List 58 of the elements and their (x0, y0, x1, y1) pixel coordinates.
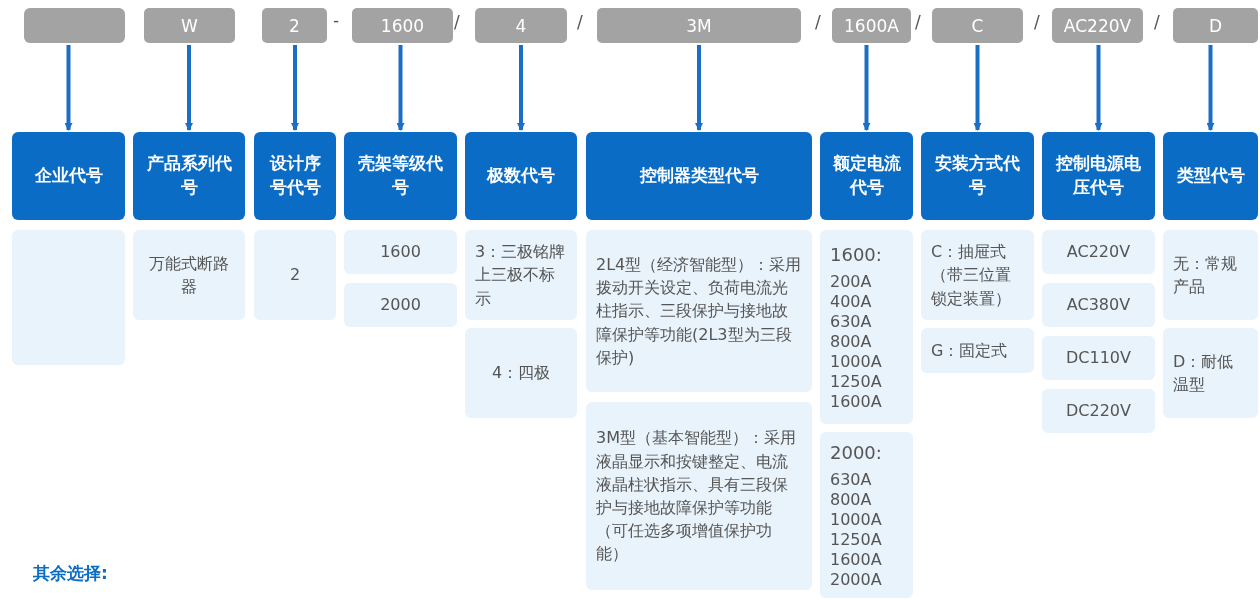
separator: - (333, 10, 340, 30)
option-cell: AC220V (1042, 230, 1155, 274)
code-segment-box: W (144, 8, 235, 43)
category-header-box: 壳架等级代号 (344, 132, 457, 220)
separator: / (1034, 12, 1040, 32)
code-segment-box: 3M (597, 8, 801, 43)
code-segment-box: D (1173, 8, 1258, 43)
category-header-box: 企业代号 (12, 132, 125, 220)
option-cell: C：抽屉式（带三位置锁定装置） (921, 230, 1034, 320)
separator: / (915, 12, 921, 32)
separator: / (577, 12, 583, 32)
option-cell: AC380V (1042, 283, 1155, 327)
code-segment-box: 4 (475, 8, 567, 43)
note-heading: 其余选择: (33, 562, 108, 585)
separator: / (815, 12, 821, 32)
arrow (185, 45, 193, 131)
cell-text: 630A 800A 1000A 1250A 1600A 2000A (830, 470, 883, 591)
arrow (396, 45, 405, 131)
code-segment-box (24, 8, 125, 43)
category-header-box: 额定电流代号 (820, 132, 913, 220)
option-cell: DC220V (1042, 389, 1155, 433)
category-header-box: 设计序号代号 (254, 132, 336, 220)
arrow (862, 45, 871, 131)
option-cell: 1600 (344, 230, 457, 274)
option-cell: 3：三极铭牌上三极不标示 (465, 230, 577, 320)
option-cell: D：耐低温型 (1163, 328, 1258, 418)
arrow (64, 45, 73, 131)
separator: / (1154, 12, 1160, 32)
option-cell: 2 (254, 230, 336, 320)
option-cell: 4：四极 (465, 328, 577, 418)
category-header-box: 类型代号 (1163, 132, 1258, 220)
option-cell: 2L4型（经济智能型）：采用拨动开关设定、负荷电流光柱指示、三段保护与接地故障保护等功能(2L3型为三段保护) (586, 230, 812, 392)
category-header-box: 极数代号 (465, 132, 577, 220)
cell-heading: 2000: (830, 440, 882, 465)
category-header-box: 控制电源电压代号 (1042, 132, 1155, 220)
code-segment-box: 1600 (352, 8, 453, 43)
code-segment-box: AC220V (1052, 8, 1143, 43)
cell-text: 200A 400A 630A 800A 1000A 1250A 1600A (830, 272, 883, 413)
arrow (1094, 45, 1103, 131)
option-cell: 2000 (344, 283, 457, 327)
option-cell: 无：常规产品 (1163, 230, 1258, 320)
arrow (973, 45, 982, 131)
code-segment-box: C (932, 8, 1023, 43)
arrow (1206, 45, 1215, 131)
option-cell: DC110V (1042, 336, 1155, 380)
code-segment-box: 1600A (832, 8, 911, 43)
category-header-box: 产品系列代号 (133, 132, 245, 220)
code-segment-box: 2 (262, 8, 327, 43)
option-cell: G：固定式 (921, 328, 1034, 373)
category-header-box: 安装方式代号 (921, 132, 1034, 220)
arrow (291, 45, 299, 131)
category-header-box: 控制器类型代号 (586, 132, 812, 220)
arrow (517, 45, 525, 131)
cell-heading: 1600: (830, 242, 882, 267)
option-cell: 万能式断路器 (133, 230, 245, 320)
option-cell: 3M型（基本智能型）：采用液晶显示和按键整定、电流液晶柱状指示、具有三段保护与接地故障保护等功能（可任选多项增值保护功能） (586, 402, 812, 590)
arrow (695, 45, 703, 131)
separator: / (454, 12, 460, 32)
